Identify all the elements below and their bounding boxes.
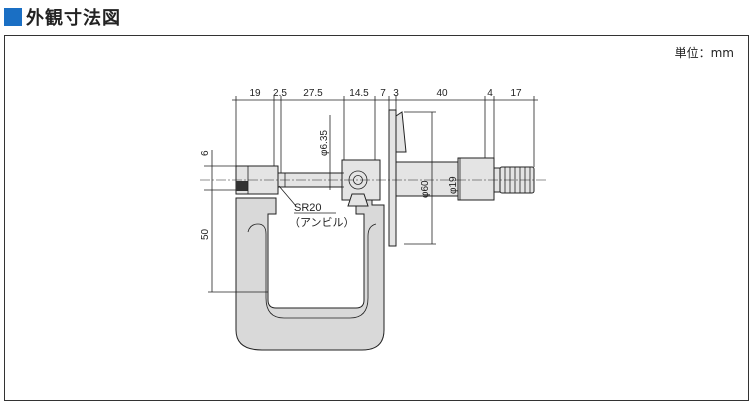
dim-50: 50 (200, 228, 211, 240)
dim-27-5: 27.5 (303, 88, 323, 99)
left-dim-lines (204, 150, 268, 293)
lock-lever (347, 193, 369, 207)
blue-square-icon (4, 8, 22, 26)
dial-pointer (395, 111, 407, 153)
dim-7: 7 (380, 88, 386, 99)
unit-label: 単位：mm (674, 46, 734, 60)
anvil-knurl (236, 181, 248, 191)
top-extension-lines (232, 96, 538, 173)
dim-4: 4 (487, 88, 493, 99)
dim-6: 6 (200, 150, 211, 156)
phi635-dim-lines (326, 115, 344, 190)
dim-phi-60: φ60 (420, 180, 431, 198)
dim-phi-6-35: φ6.35 (319, 130, 330, 156)
frame-inner-contour (247, 223, 377, 319)
sr20-leader (278, 185, 297, 207)
dim-19: 19 (249, 88, 261, 99)
dim-14-5: 14.5 (349, 88, 369, 99)
phi60-dim-lines (404, 111, 436, 245)
dim-3: 3 (393, 88, 399, 99)
dial-plate (388, 109, 397, 247)
section-header: 外観寸法図 (4, 4, 121, 30)
thimble (457, 157, 495, 201)
section-title: 外観寸法図 (26, 8, 121, 29)
dim-40: 40 (436, 88, 448, 99)
dim-17: 17 (510, 88, 522, 99)
frame-body (235, 197, 385, 351)
dim-phi-19: φ19 (448, 176, 459, 194)
sr20-label: SR20 (294, 202, 322, 214)
dim-2-5: 2.5 (273, 88, 287, 99)
drawing-frame: 単位：mm (4, 35, 749, 401)
anvil-label: （アンビル） (289, 216, 355, 229)
